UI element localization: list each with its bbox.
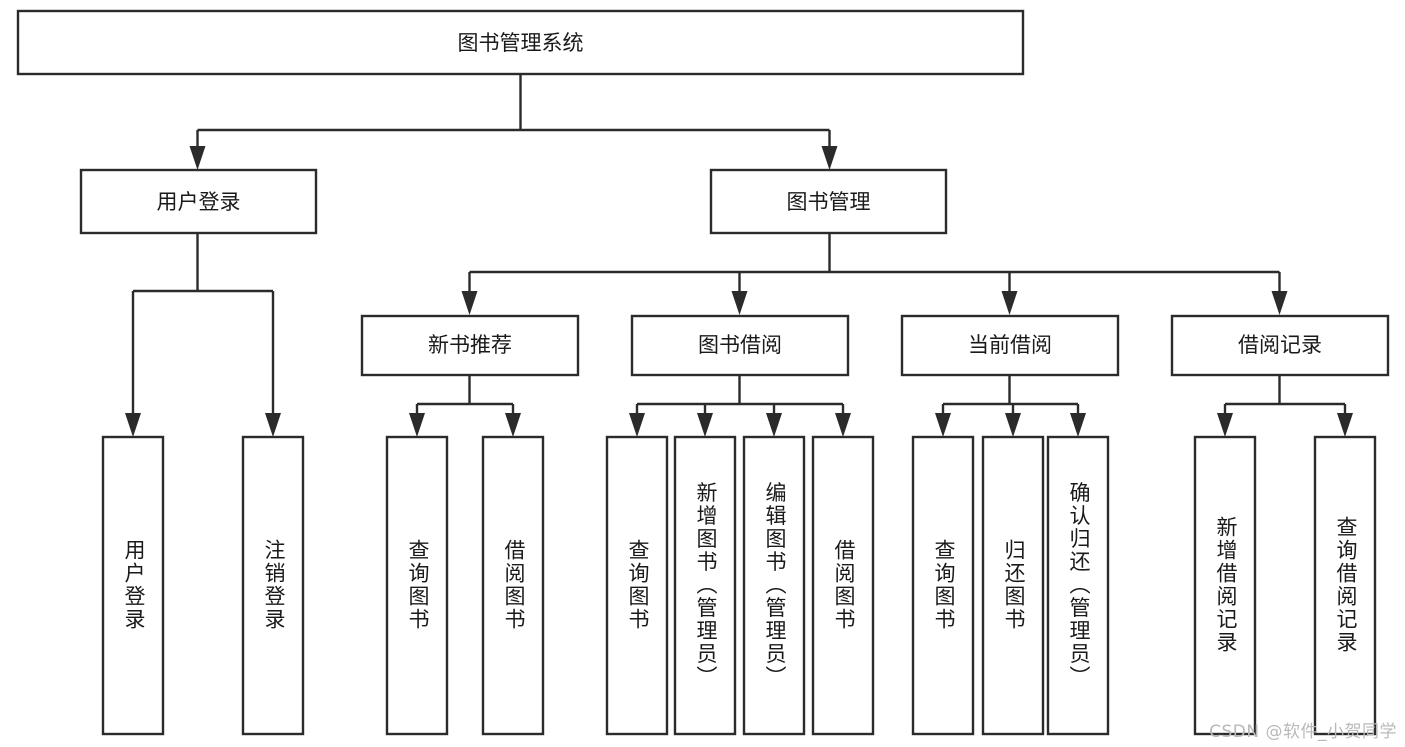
arrowhead-leaf-query-record [1337, 413, 1353, 437]
connector-layer [125, 74, 1353, 437]
node-leaf-confirm-return[interactable]: 确认归还（管理员） [1046, 435, 1110, 736]
arrowhead-leaf-query-book-1 [409, 413, 425, 437]
node-leaf-query-book-2-box[interactable] [605, 435, 669, 736]
node-book-management[interactable]: 图书管理 [709, 168, 948, 235]
node-leaf-borrow-book-2-box[interactable] [811, 435, 875, 736]
node-leaf-user-logout-box[interactable] [241, 435, 305, 736]
node-leaf-edit-book[interactable]: 编辑图书（管理员） [742, 435, 806, 736]
node-leaf-add-record-box[interactable] [1193, 435, 1257, 736]
arrowhead-leaf-borrow-book-1 [505, 413, 521, 437]
node-current-borrow-box[interactable] [900, 314, 1120, 377]
arrowhead-user-login [189, 146, 206, 170]
node-leaf-add-book-box[interactable] [673, 435, 737, 736]
node-book-management-box[interactable] [709, 168, 948, 235]
arrowhead-leaf-user-login [125, 413, 141, 437]
node-leaf-return-book-label: 归还图书 [1002, 539, 1026, 631]
node-leaf-add-record-label: 新增借阅记录 [1214, 516, 1238, 654]
arrowhead-leaf-return-book [1005, 413, 1021, 437]
arrowhead-borrow-record [1271, 291, 1288, 315]
node-leaf-add-record[interactable]: 新增借阅记录 [1193, 435, 1257, 736]
node-leaf-query-book-2-label: 查询图书 [626, 539, 650, 631]
node-leaf-query-book-3[interactable]: 查询图书 [911, 435, 975, 736]
arrowhead-new-book-recommend [461, 291, 478, 315]
node-new-book-recommend[interactable]: 新书推荐 [360, 314, 580, 377]
arrowhead-leaf-user-logout [265, 413, 281, 437]
arrowhead-current-borrow [1001, 291, 1018, 315]
node-leaf-user-login[interactable]: 用户登录 [101, 435, 165, 736]
node-root[interactable]: 图书管理系统 [16, 9, 1025, 76]
arrowhead-leaf-confirm-return [1070, 413, 1086, 437]
node-leaf-borrow-book-2[interactable]: 借阅图书 [811, 435, 875, 736]
node-book-management-label: 图书管理 [787, 190, 871, 214]
node-leaf-add-book[interactable]: 新增图书（管理员） [673, 435, 737, 736]
arrowhead-leaf-query-book-3 [935, 413, 951, 437]
node-borrow-record-label: 借阅记录 [1238, 333, 1322, 357]
node-leaf-add-book-label: 新增图书（管理员） [694, 482, 718, 689]
node-leaf-confirm-return-box[interactable] [1046, 435, 1110, 736]
node-leaf-borrow-book-1-box[interactable] [481, 435, 545, 736]
node-book-borrow-box[interactable] [630, 314, 850, 377]
node-leaf-return-book[interactable]: 归还图书 [981, 435, 1045, 736]
arrowhead-leaf-add-record [1217, 413, 1233, 437]
node-leaf-query-book-1-box[interactable] [385, 435, 449, 736]
node-leaf-query-record[interactable]: 查询借阅记录 [1313, 435, 1377, 736]
node-leaf-query-book-3-box[interactable] [911, 435, 975, 736]
node-leaf-user-logout[interactable]: 注销登录 [241, 435, 305, 736]
arrowhead-book-management [821, 146, 838, 170]
node-leaf-query-record-label: 查询借阅记录 [1334, 516, 1358, 654]
node-leaf-query-book-1-label: 查询图书 [406, 539, 430, 631]
node-borrow-record-box[interactable] [1170, 314, 1390, 377]
arrowhead-leaf-add-book [697, 413, 713, 437]
node-leaf-edit-book-box[interactable] [742, 435, 806, 736]
node-leaf-borrow-book-1[interactable]: 借阅图书 [481, 435, 545, 736]
node-leaf-user-logout-label: 注销登录 [262, 539, 286, 631]
node-leaf-borrow-book-1-label: 借阅图书 [502, 539, 526, 631]
node-leaf-return-book-box[interactable] [981, 435, 1045, 736]
arrowhead-leaf-edit-book [766, 413, 782, 437]
node-leaf-edit-book-label: 编辑图书（管理员） [763, 482, 787, 689]
node-leaf-query-book-1[interactable]: 查询图书 [385, 435, 449, 736]
node-leaf-borrow-book-2-label: 借阅图书 [832, 539, 856, 631]
node-leaf-user-login-box[interactable] [101, 435, 165, 736]
node-root-box[interactable] [16, 9, 1025, 76]
arrowhead-leaf-query-book-2 [629, 413, 645, 437]
node-leaf-query-book-3-label: 查询图书 [932, 539, 956, 631]
node-leaf-query-record-box[interactable] [1313, 435, 1377, 736]
arrowhead-book-borrow [731, 291, 748, 315]
node-user-login-box[interactable] [79, 168, 318, 235]
node-leaf-confirm-return-label: 确认归还（管理员） [1067, 482, 1091, 689]
node-book-borrow-label: 图书借阅 [698, 333, 782, 357]
arrowhead-leaf-borrow-book-2 [835, 413, 851, 437]
node-root-label: 图书管理系统 [458, 31, 584, 55]
node-user-login-label: 用户登录 [157, 190, 241, 214]
node-borrow-record[interactable]: 借阅记录 [1170, 314, 1390, 377]
csdn-watermark: CSDN @软件_小贺同学 [1209, 722, 1397, 742]
node-leaf-user-login-label: 用户登录 [122, 539, 146, 631]
node-current-borrow-label: 当前借阅 [968, 333, 1052, 357]
node-user-login[interactable]: 用户登录 [79, 168, 318, 235]
node-leaf-query-book-2[interactable]: 查询图书 [605, 435, 669, 736]
node-book-borrow[interactable]: 图书借阅 [630, 314, 850, 377]
node-new-book-recommend-label: 新书推荐 [428, 333, 512, 357]
node-new-book-recommend-box[interactable] [360, 314, 580, 377]
node-current-borrow[interactable]: 当前借阅 [900, 314, 1120, 377]
